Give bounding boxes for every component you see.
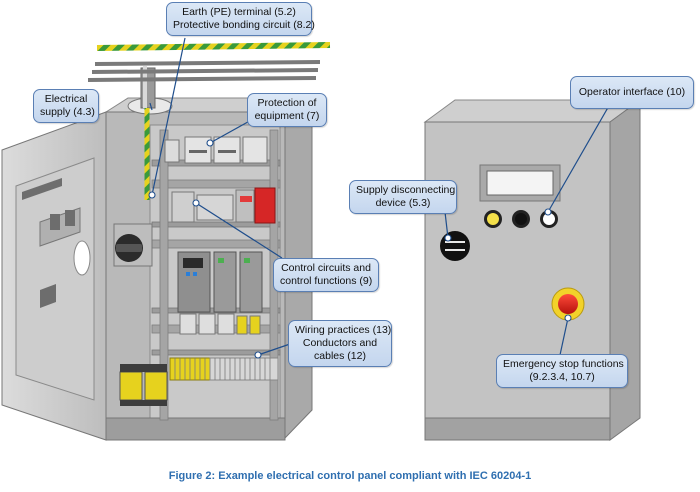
callout-emergency-stop: Emergency stop functions (9.2.3.4, 10.7) bbox=[496, 354, 628, 388]
callout-operator-interface: Operator interface (10) bbox=[570, 76, 694, 109]
callout-disconnect-line2: device (5.3) bbox=[375, 197, 431, 209]
callout-control-line2: control functions (9) bbox=[280, 275, 373, 287]
protection-devices bbox=[164, 136, 268, 164]
callout-disconnect-line1: Supply disconnecting bbox=[356, 184, 456, 196]
contactors bbox=[179, 313, 261, 335]
callout-protection-line1: Protection of bbox=[257, 97, 317, 109]
closed-control-cabinet bbox=[423, 99, 642, 441]
callout-wiring-line2: Conductors and bbox=[302, 337, 378, 349]
operator-buttons bbox=[484, 210, 558, 228]
open-door bbox=[1, 111, 107, 441]
callout-wiring-line1: Wiring practices (13) bbox=[295, 324, 392, 336]
red-relay-module bbox=[254, 187, 276, 224]
callout-earth-line1: Earth (PE) terminal (5.2) bbox=[182, 6, 296, 18]
callout-electrical-supply: Electrical supply (4.3) bbox=[33, 89, 99, 123]
callout-wiring-line3: cables (12) bbox=[314, 350, 366, 362]
callout-supply-line2: supply (4.3) bbox=[40, 106, 95, 118]
callout-supply-disconnecting-device: Supply disconnecting device (5.3) bbox=[349, 180, 457, 214]
emergency-stop-button bbox=[551, 287, 585, 321]
terminal-strip bbox=[169, 357, 279, 381]
callout-operator-line1: Operator interface (10) bbox=[578, 86, 686, 98]
supply-disconnect-handle bbox=[440, 231, 470, 261]
callout-control-circuits: Control circuits and control functions (… bbox=[273, 258, 379, 292]
callout-supply-line1: Electrical bbox=[44, 93, 88, 105]
callout-protection-of-equipment: Protection of equipment (7) bbox=[247, 93, 327, 127]
open-control-cabinet bbox=[1, 42, 331, 441]
transformers bbox=[119, 364, 168, 406]
leader-ends bbox=[148, 139, 572, 359]
callout-estop-line1: Emergency stop functions bbox=[503, 358, 624, 370]
callout-estop-line2: (9.2.3.4, 10.7) bbox=[529, 371, 595, 383]
callout-earth-terminal: Earth (PE) terminal (5.2) Protective bon… bbox=[166, 2, 315, 36]
inner-rotary-switch bbox=[113, 223, 153, 267]
supply-cables bbox=[87, 60, 321, 82]
callout-wiring-practices: Wiring practices (13) Conductors and cab… bbox=[288, 320, 392, 367]
figure-caption: Figure 2: Example electrical control pan… bbox=[168, 470, 532, 482]
callout-control-line1: Control circuits and bbox=[281, 262, 371, 274]
callout-protection-line2: equipment (7) bbox=[254, 110, 320, 122]
pe-conductor bbox=[96, 42, 331, 51]
callout-earth-line2: Protective bonding circuit (8.2) bbox=[173, 19, 315, 31]
drive-units bbox=[177, 251, 263, 313]
leader-lines bbox=[149, 37, 611, 356]
terminal-lines bbox=[174, 358, 271, 380]
hmi-display-screen bbox=[486, 170, 554, 196]
